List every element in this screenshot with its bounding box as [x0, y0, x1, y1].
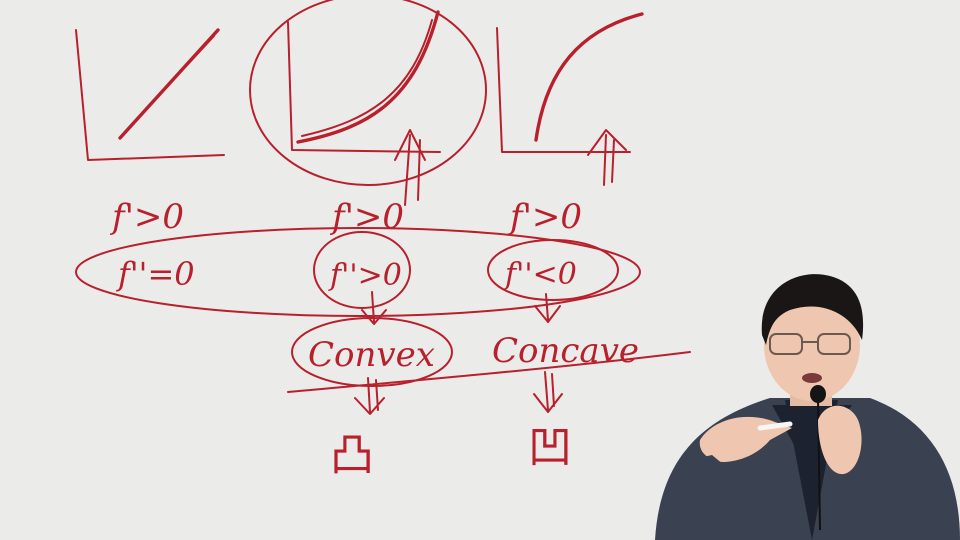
presenter-hair: [761, 274, 864, 345]
circle-f2-positive: [313, 231, 411, 309]
row-highlight: [75, 227, 641, 317]
glasses-icon: [769, 333, 851, 355]
axes-1: [75, 29, 225, 161]
axes-2: [287, 21, 441, 153]
curve-convex: [296, 10, 440, 144]
graph-convex: [249, 0, 487, 206]
f1-graph2: f'>0: [329, 197, 404, 237]
f1-graph1: f'>0: [109, 197, 184, 237]
label-tu: 凸: [330, 430, 374, 481]
label-convex: Convex: [308, 335, 435, 375]
arrow-up-3: [587, 129, 627, 186]
label-concave: Concave: [492, 331, 639, 371]
presenter: [655, 274, 960, 540]
circle-f2-negative: [487, 239, 619, 301]
pen-icon: [757, 421, 793, 431]
underline-labels: [287, 351, 691, 393]
graph-concave: [496, 12, 644, 186]
circle-highlight: [249, 0, 487, 186]
f2-graph3: f''<0: [503, 257, 577, 292]
curve-concave: [534, 12, 644, 142]
axes-3: [496, 27, 631, 153]
arrow-up-2: [394, 129, 426, 206]
presenter-right-hand: [818, 405, 862, 475]
label-ao: 凹: [528, 422, 572, 473]
graph-linear: [75, 28, 225, 161]
f2-graph2: f''>0: [328, 258, 402, 293]
f2-graph1: f''=0: [116, 255, 195, 293]
f1-graph3: f'>0: [507, 197, 582, 237]
circle-convex: [291, 317, 453, 387]
presenter-face: [764, 289, 860, 401]
